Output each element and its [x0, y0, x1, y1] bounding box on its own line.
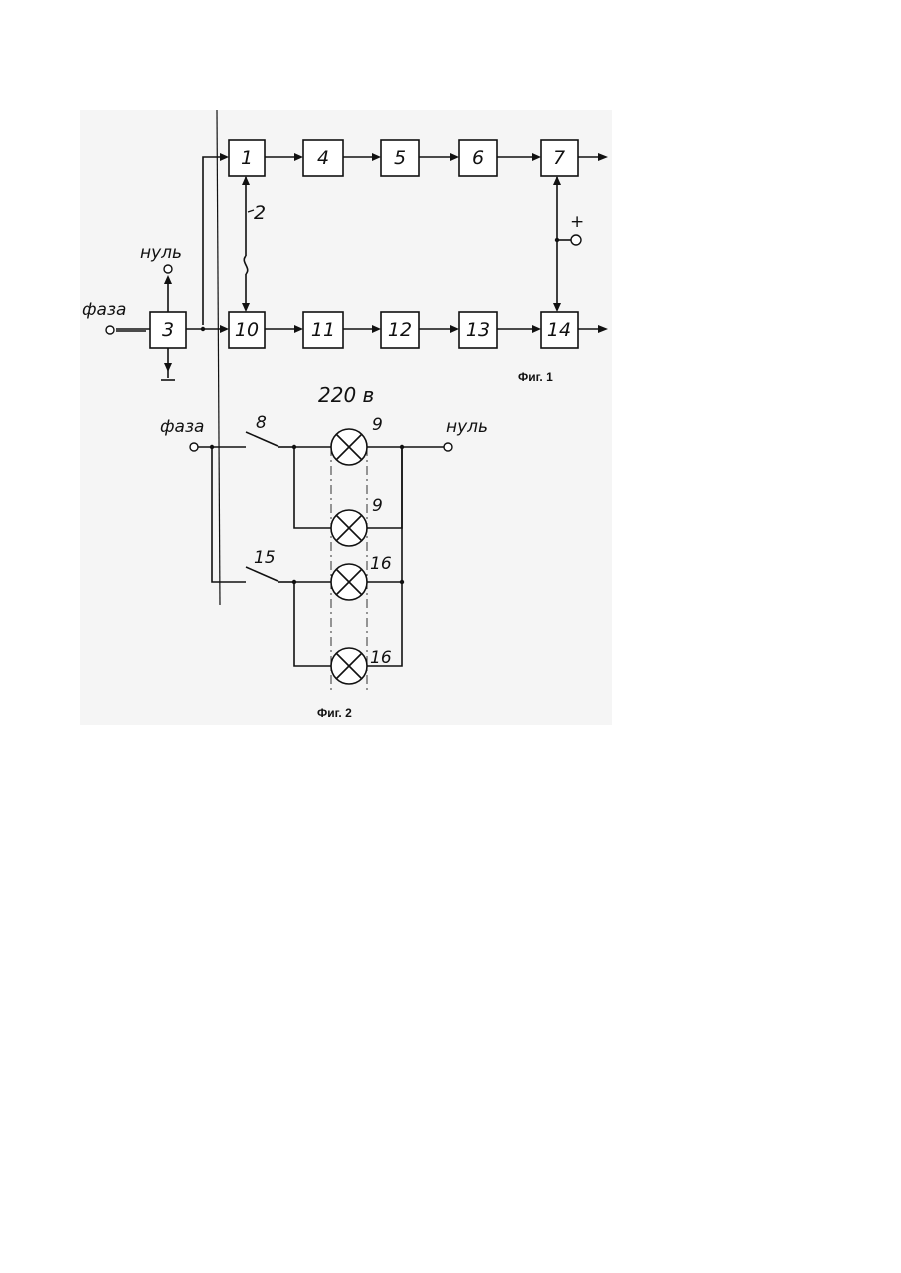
block-10-label: 10: [235, 319, 259, 341]
block-6-label: 6: [472, 147, 484, 169]
figure-2-caption: Фиг. 2: [317, 706, 352, 720]
lamp-16-lower: [331, 648, 367, 684]
lamp-9-lower: [331, 510, 367, 546]
block-7-label: 7: [553, 147, 565, 169]
block-11-label: 11: [311, 319, 335, 341]
block-3-label: 3: [162, 319, 174, 341]
plus-label: +: [570, 212, 584, 232]
junction-dot-plus: [555, 238, 559, 242]
phase-label-fig1: фаза: [82, 300, 126, 320]
zero-terminal-fig1: [164, 265, 172, 273]
lamp-16-upper-label: 16: [370, 554, 392, 574]
switch-15-label: 15: [254, 548, 276, 568]
zero-label-fig1: нуль: [140, 243, 182, 263]
lamp-16-lower-label: 16: [370, 648, 392, 668]
block-12-label: 12: [388, 319, 412, 341]
lamp-9-upper: [331, 429, 367, 465]
plus-terminal: [571, 235, 581, 245]
zero-terminal-fig2: [444, 443, 452, 451]
phase-terminal-fig1: [106, 326, 114, 334]
block-1-label: 1: [241, 147, 253, 169]
switch-8-label: 8: [256, 413, 267, 433]
block-13-label: 13: [466, 319, 490, 341]
phase-terminal-fig2: [190, 443, 198, 451]
lamp-9-upper-label: 9: [372, 415, 383, 435]
element-2-label: 2: [254, 202, 266, 224]
junction-dot-input: [201, 327, 205, 331]
figure-1-caption: Фиг. 1: [518, 370, 553, 384]
lamp-9-lower-label: 9: [372, 496, 383, 516]
phase-label-fig2: фаза: [160, 417, 204, 437]
block-5-label: 5: [394, 147, 406, 169]
voltage-label: 220 в: [318, 383, 374, 407]
block-14-label: 14: [547, 319, 571, 341]
lamp-16-upper: [331, 564, 367, 600]
zero-label-fig2: нуль: [446, 417, 488, 437]
block-4-label: 4: [317, 147, 329, 169]
junction-dot-bus: [400, 580, 404, 584]
